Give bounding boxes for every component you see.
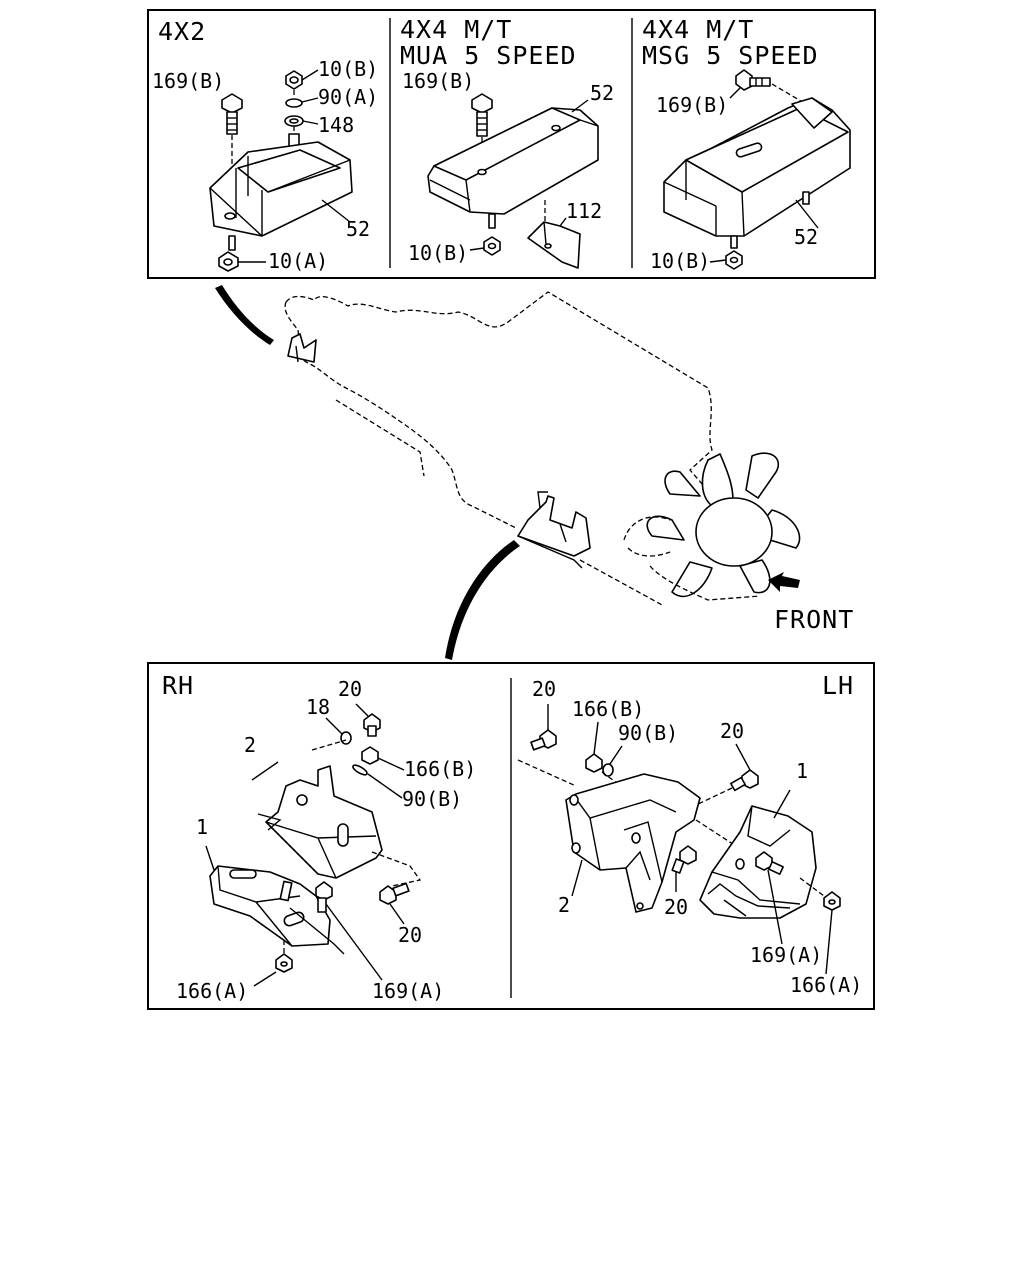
part-label: 169(B)	[656, 93, 728, 117]
part-label: 52	[794, 225, 818, 249]
bolt-169a	[315, 881, 383, 981]
part-label: 1	[796, 759, 808, 783]
transmission-mount-bracket	[287, 333, 317, 363]
nut-10b	[709, 191, 810, 270]
section-header: 4X4 M/T	[642, 15, 754, 44]
engine-mount-52	[209, 141, 353, 237]
part-label: 20	[720, 719, 744, 743]
part-label: 169(B)	[152, 69, 224, 93]
part-label: 20	[532, 677, 556, 701]
front-mount-bracket	[517, 491, 591, 569]
section-4x2: 4X2 169(B) 10(B) 90(A) 148 52 10(A)	[152, 17, 378, 273]
part-label: 18	[306, 695, 330, 719]
front-direction-arrow	[768, 572, 800, 592]
part-label: 90(B)	[402, 787, 462, 811]
section-header: MSG 5 SPEED	[642, 41, 819, 70]
callout-arrow	[215, 285, 274, 345]
section-header: RH	[162, 671, 194, 700]
part-label: 90(B)	[618, 721, 678, 745]
bolt-169b	[729, 69, 807, 105]
part-label: 10(B)	[408, 241, 468, 265]
bracket-112	[527, 200, 581, 269]
bolt-20	[355, 703, 381, 737]
section-header: 4X2	[158, 17, 206, 46]
nut-10b	[469, 213, 501, 256]
washer-90b	[602, 745, 623, 777]
front-label: FRONT	[774, 605, 854, 634]
bolt-20	[517, 704, 577, 787]
nut-166a	[253, 940, 293, 987]
washer-148	[284, 115, 319, 127]
section-4x4-mua: 4X4 M/T MUA 5 SPEED 169(B) 52 112 10(B)	[400, 15, 614, 269]
part-label: 166(B)	[572, 697, 644, 721]
part-label: 52	[346, 217, 370, 241]
nut-10a	[218, 235, 266, 272]
engine-overview: FRONT	[215, 285, 854, 660]
nut-10b	[285, 69, 319, 90]
top-panel: 4X2 169(B) 10(B) 90(A) 148 52 10(A)	[147, 9, 876, 279]
washer-18	[325, 717, 352, 745]
callout-arrow	[445, 540, 520, 660]
part-label: 166(A)	[790, 973, 862, 997]
bolt-169a	[755, 851, 784, 945]
part-label: 112	[566, 199, 602, 223]
part-label: 52	[590, 81, 614, 105]
rh-section: RH 20 18 2 166(B) 90(B) 1 20 166(A) 169(…	[162, 671, 476, 1003]
section-header: LH	[822, 671, 854, 700]
part-label: 90(A)	[318, 85, 378, 109]
part-label: 1	[196, 815, 208, 839]
engine-mount-52	[427, 99, 599, 215]
part-label: 166(A)	[176, 979, 248, 1003]
nut-166a	[799, 877, 841, 975]
washer-90a	[285, 97, 319, 108]
part-label: 10(B)	[318, 57, 378, 81]
engine-mount-1	[699, 789, 817, 919]
bolt-20	[693, 743, 759, 807]
part-label: 2	[558, 893, 570, 917]
part-label: 169(B)	[402, 69, 474, 93]
section-header: 4X4 M/T	[400, 15, 512, 44]
bolt-20	[671, 845, 697, 892]
part-label: 20	[664, 895, 688, 919]
bolt-20	[379, 882, 410, 925]
part-label: 169(A)	[372, 979, 444, 1003]
part-label: 148	[318, 113, 354, 137]
engine-mount-52	[663, 97, 851, 237]
mount-bracket-2	[565, 773, 743, 913]
part-label: 166(B)	[404, 757, 476, 781]
washer-90b	[352, 764, 403, 799]
mount-bracket-2	[251, 761, 422, 887]
bottom-panel: RH 20 18 2 166(B) 90(B) 1 20 166(A) 169(…	[147, 662, 875, 1010]
nut-166b	[361, 746, 405, 771]
nut-166b	[585, 721, 603, 773]
section-4x4-msg: 4X4 M/T MSG 5 SPEED 169(B) 52 10(B)	[642, 15, 851, 273]
part-label: 10(B)	[650, 249, 710, 273]
part-label: 20	[398, 923, 422, 947]
engine-mount-1	[205, 845, 345, 955]
part-label: 20	[338, 677, 362, 701]
lh-section: LH 20 166(B) 90(B) 20 1 2 20 169(A) 166(…	[517, 671, 862, 997]
part-label: 169(A)	[750, 943, 822, 967]
part-label: 10(A)	[268, 249, 328, 273]
part-label: 2	[244, 733, 256, 757]
section-header: MUA 5 SPEED	[400, 41, 577, 70]
cooling-fan	[623, 452, 801, 601]
